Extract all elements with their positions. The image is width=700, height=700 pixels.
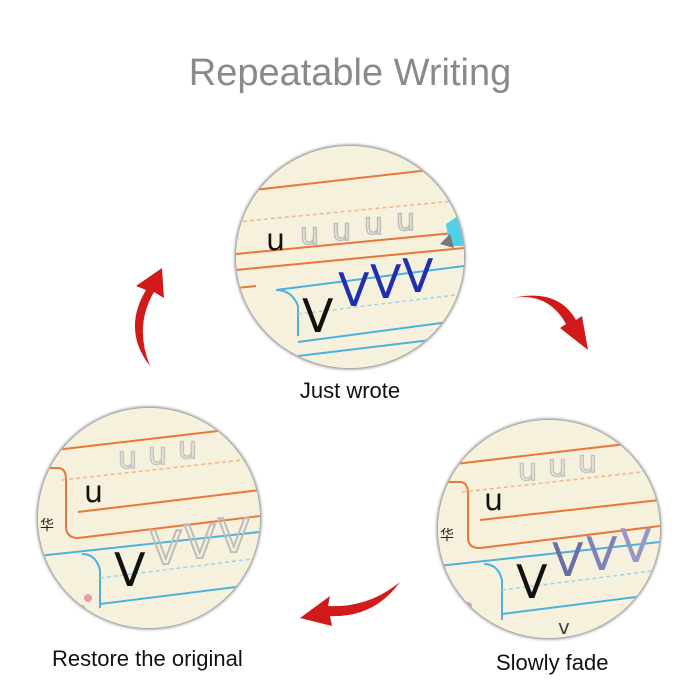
svg-text:u: u xyxy=(300,217,319,252)
svg-text:u: u xyxy=(518,453,537,488)
svg-text:V: V xyxy=(150,521,182,575)
svg-text:u: u xyxy=(266,223,285,258)
arrow-curved-icon xyxy=(134,268,164,366)
svg-text:V: V xyxy=(516,555,548,609)
svg-text:u: u xyxy=(148,437,167,472)
svg-text:V: V xyxy=(402,249,434,303)
svg-text:u: u xyxy=(484,483,503,518)
arrow-curved-icon xyxy=(512,295,588,350)
svg-text:V: V xyxy=(184,515,216,569)
svg-text:V: V xyxy=(552,533,584,587)
note-glyph: 华 xyxy=(40,518,54,534)
arrow-curved-icon xyxy=(300,582,400,626)
svg-text:V: V xyxy=(586,527,618,581)
svg-text:u: u xyxy=(548,449,567,484)
svg-text:V: V xyxy=(302,289,334,343)
svg-text:V: V xyxy=(370,255,402,309)
svg-text:u: u xyxy=(84,475,103,510)
svg-text:V: V xyxy=(114,543,146,597)
circle-slowly-fade: 华 u u u u V V V V v xyxy=(438,420,660,638)
svg-text:u: u xyxy=(578,445,597,480)
caption-restore-original: Restore the original xyxy=(52,646,243,671)
page-title: Repeatable Writing xyxy=(188,52,512,94)
svg-text:u: u xyxy=(364,207,383,242)
circle-just-wrote: u u u u u V V V V xyxy=(236,146,464,368)
svg-text:v: v xyxy=(558,615,570,638)
svg-text:V: V xyxy=(338,263,370,317)
caption-just-wrote: Just wrote xyxy=(299,378,401,403)
svg-text:u: u xyxy=(396,203,415,238)
svg-text:V: V xyxy=(620,519,652,573)
caption-slowly-fade: Slowly fade xyxy=(496,650,609,675)
svg-text:u: u xyxy=(118,441,137,476)
svg-text:V: V xyxy=(218,509,250,563)
svg-text:u: u xyxy=(332,213,351,248)
circle-restore-original: 华 u u u u V V V V xyxy=(38,408,260,628)
note-glyph: 华 xyxy=(440,528,454,544)
svg-text:u: u xyxy=(178,431,197,466)
